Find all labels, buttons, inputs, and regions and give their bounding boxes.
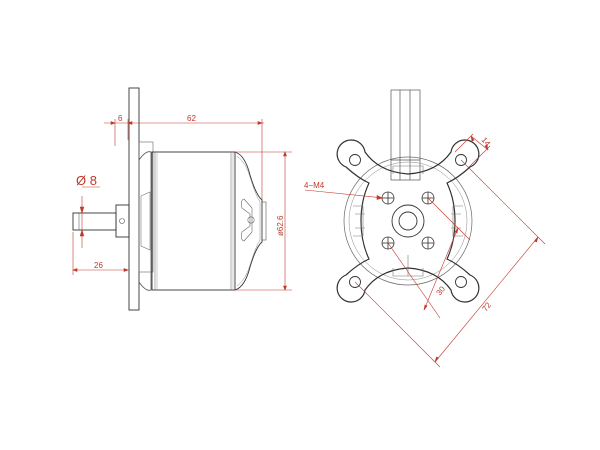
can-outline: [343, 156, 473, 286]
front-view-dimensions: [304, 133, 546, 368]
center-hub: [391, 204, 425, 238]
dim-body-diameter: ø62.6: [276, 215, 285, 236]
tab-hole-tl: [349, 154, 361, 166]
tab-hole-tr: [455, 154, 467, 166]
mounting-plate: [128, 87, 140, 311]
tab-hole-bl: [349, 276, 361, 288]
dim-tab-width: 14: [479, 136, 492, 149]
x-mount: [336, 139, 480, 303]
front-bell: [138, 151, 152, 291]
plate-boss: [138, 141, 154, 273]
dim-flange-offset: 6: [118, 114, 123, 123]
dim-mount-holes: 4−M4: [304, 181, 325, 190]
m4-holes: [381, 191, 435, 250]
front-view: [336, 89, 480, 303]
dim-body-length: 62: [187, 114, 196, 123]
dim-shaft-diameter: Ø 8: [76, 173, 97, 188]
shaft-collar: [115, 204, 130, 238]
side-view-dimensions: [72, 119, 292, 291]
dim-mount-span: 72: [480, 300, 493, 313]
motor-shaft: [72, 212, 117, 231]
motor-wires: [390, 89, 421, 181]
motor-can: [151, 151, 236, 291]
dim-hole-spacing: 30: [434, 284, 447, 297]
side-view: [72, 87, 267, 311]
tab-hole-br: [455, 276, 467, 288]
dim-shaft-length: 26: [94, 261, 103, 270]
